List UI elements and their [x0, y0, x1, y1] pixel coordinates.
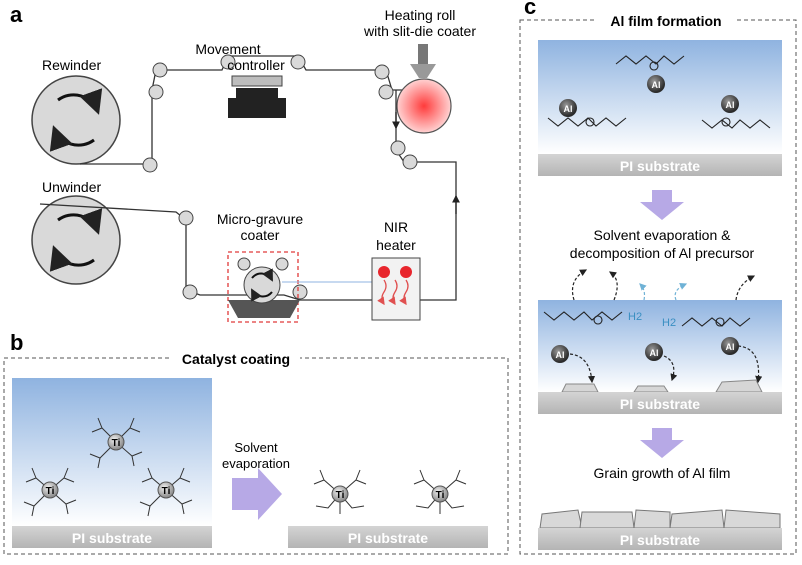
ti-molecule [89, 417, 143, 469]
al-atom: Al [559, 99, 577, 117]
nir-heater-label-1: NIR [384, 219, 408, 235]
panel-b-process-arrow [232, 468, 282, 520]
panel-b-step-1: Solvent [234, 440, 278, 455]
panel-c-step1-1: Solvent evaporation & [594, 227, 732, 243]
ti-atom: Ti [331, 485, 349, 503]
unwinder-roll [31, 195, 121, 285]
panel-b-substrate-left [12, 526, 212, 548]
al-film-grains [539, 509, 781, 529]
ti-atom-label: Ti [162, 486, 171, 497]
panel-c-liquid-top [538, 40, 782, 154]
panel-c-frame [519, 19, 797, 555]
ti-atom: Ti [107, 433, 125, 451]
ti-atom-label: Ti [336, 490, 345, 501]
guide-rolls [142, 54, 418, 300]
al-precursor-chains [547, 55, 771, 129]
panel-c-title: Al film formation [610, 13, 721, 29]
panel-c-substrate-middle [538, 392, 782, 414]
panel-c-substrate-bottom [538, 528, 782, 550]
slit-die-coater [410, 44, 436, 78]
panel-b-step-2: evaporation [222, 456, 290, 471]
micro-gravure-coater [228, 257, 300, 318]
panel-c-arrow-1 [640, 190, 684, 220]
panel-b-substrate-right-label: PI substrate [348, 530, 428, 546]
decomposing-chains [543, 311, 751, 327]
panel-c-substrate-bottom-label: PI substrate [620, 532, 700, 548]
ti-atom: Ti [431, 485, 449, 503]
panel-c-arrow-2 [640, 428, 684, 458]
al-grains-small [561, 379, 763, 393]
micro-gravure-highlight [227, 251, 299, 323]
al-atom: Al [645, 343, 663, 361]
panel-c: c Al film formation PI substrate Al Al A… [519, 0, 797, 555]
h2-label: H2 [628, 311, 642, 323]
panel-b-title: Catalyst coating [182, 351, 290, 367]
panel-b: b Catalyst coating PI substrate Ti Ti Ti [3, 330, 509, 555]
movement-controller-label-1: Movement [195, 41, 260, 57]
panel-c-substrate-top-label: PI substrate [620, 158, 700, 174]
ti-atom-label: Ti [112, 438, 121, 449]
al-atom: Al [647, 75, 665, 93]
panel-c-step1-2: decomposition of Al precursor [570, 245, 755, 261]
al-atom-label: Al [652, 80, 661, 90]
micro-gravure-label-1: Micro-gravure [217, 211, 304, 227]
panel-b-letter: b [10, 330, 23, 355]
panel-b-substrate-right [288, 526, 488, 548]
al-atom-label: Al [650, 348, 659, 358]
nir-heater-label-2: heater [376, 237, 416, 253]
released-products-arrows [569, 269, 763, 384]
ti-atom-label: Ti [436, 490, 445, 501]
al-atom: Al [551, 345, 569, 363]
heating-roll-label-2: with slit-die coater [363, 23, 476, 39]
panel-c-letter: c [524, 0, 536, 19]
panel-a-letter: a [10, 2, 23, 27]
panel-b-title-bg [170, 348, 300, 368]
panel-c-title-bg [596, 10, 736, 30]
al-atom-label: Al [564, 104, 573, 114]
panel-a: a Rewinder Unwinder [10, 2, 476, 323]
ti-atom-label: Ti [46, 486, 55, 497]
panel-c-step2: Grain growth of Al film [594, 465, 731, 481]
al-atom: Al [721, 95, 739, 113]
movement-controller-label-2: controller [227, 57, 285, 73]
ti-atom: Ti [41, 481, 59, 499]
h2-label: H2 [662, 317, 676, 329]
rewinder-label: Rewinder [42, 57, 101, 73]
ti-atom: Ti [157, 481, 175, 499]
movement-controller [228, 75, 286, 118]
micro-gravure-label-2: coater [241, 227, 280, 243]
al-atom-label: Al [726, 342, 735, 352]
heating-roll-label-1: Heating roll [385, 7, 456, 23]
al-atom: Al [721, 337, 739, 355]
unwinder-label: Unwinder [42, 179, 101, 195]
ti-molecule-adsorbed [313, 469, 467, 514]
ti-molecule [23, 467, 77, 517]
al-atom-label: Al [556, 350, 565, 360]
rewinder-roll [31, 75, 121, 165]
heating-roll [396, 78, 452, 134]
panel-c-substrate-middle-label: PI substrate [620, 396, 700, 412]
ti-molecule [139, 467, 193, 517]
panel-c-substrate-top [538, 154, 782, 176]
panel-b-substrate-left-label: PI substrate [72, 530, 152, 546]
nir-heater [371, 257, 421, 321]
al-atom-label: Al [726, 100, 735, 110]
